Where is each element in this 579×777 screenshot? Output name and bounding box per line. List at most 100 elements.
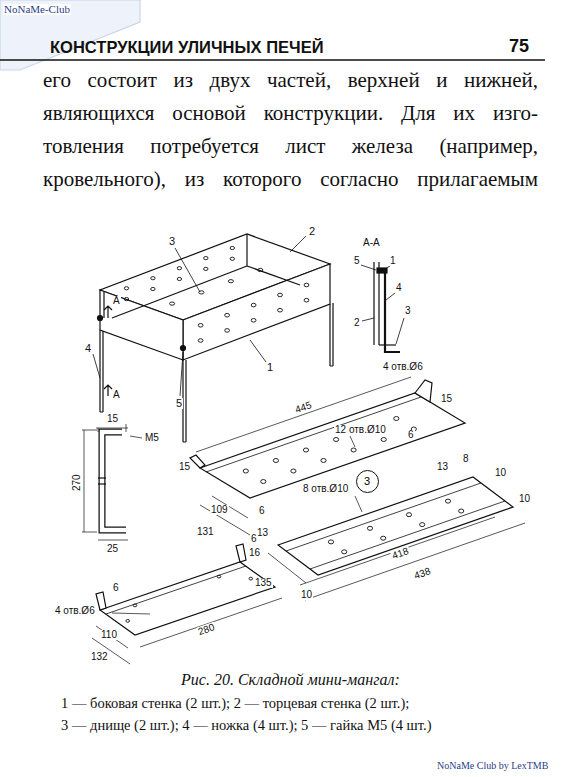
leader-line	[396, 318, 404, 344]
section-mark	[104, 306, 112, 318]
side-wall-blank	[190, 377, 465, 535]
drawing-label: 8 отв.Ø10	[302, 484, 349, 494]
leader-line	[175, 248, 200, 292]
drawing-label: 12 отв.Ø10	[334, 425, 387, 435]
drawing-label: М5	[144, 433, 160, 443]
hole	[381, 438, 386, 442]
hole	[225, 329, 230, 333]
dimension-line	[196, 377, 411, 452]
hole	[394, 417, 399, 421]
hole	[177, 267, 181, 270]
drawing-label: 5	[353, 256, 361, 266]
hole	[225, 313, 230, 317]
hole	[420, 523, 425, 527]
tab	[415, 380, 432, 402]
hole	[303, 448, 308, 452]
drawing-label: A-A	[362, 238, 381, 248]
hole	[151, 277, 155, 280]
hole	[217, 575, 221, 578]
hole	[170, 302, 175, 305]
hole	[249, 577, 253, 580]
hole	[278, 308, 283, 312]
leader-line	[383, 266, 390, 270]
hole	[273, 459, 278, 463]
page-number: 75	[508, 37, 530, 55]
assembled-brazier	[93, 234, 333, 442]
parts-list: 3 — днище (2 шт.); 4 — ножка (4 шт.); 5 …	[60, 718, 433, 733]
dimension-line	[98, 428, 99, 432]
drawing-label: 270	[72, 473, 82, 492]
end-wall	[100, 290, 183, 360]
dimension-line	[96, 428, 128, 429]
plate-outline	[100, 562, 275, 635]
leader-line	[362, 318, 374, 321]
hole	[198, 324, 203, 328]
hole	[230, 246, 234, 249]
inner-edge	[246, 234, 247, 266]
hole	[321, 459, 326, 463]
leader-line	[180, 352, 183, 396]
drawing-label: 135	[254, 578, 273, 588]
drawing-label: 2	[308, 226, 316, 237]
hole	[228, 280, 233, 283]
running-head: КОНСТРУКЦИИ УЛИЧНЫХ ПЕЧЕЙ	[50, 39, 324, 56]
leader-line	[386, 293, 395, 300]
leg	[100, 330, 103, 412]
nut	[98, 316, 103, 321]
callout-number: 3	[364, 476, 370, 487]
hole	[251, 303, 256, 307]
hole	[381, 536, 386, 540]
leader-line	[355, 496, 362, 512]
drawing-label: 1	[266, 362, 274, 373]
drawing-label: 4	[395, 283, 403, 293]
hole	[199, 291, 204, 294]
hole	[328, 540, 333, 544]
tab	[190, 455, 205, 468]
hole	[367, 526, 372, 530]
hole	[406, 513, 411, 517]
drawing-label: 4 отв.Ø6	[382, 362, 424, 372]
dimension-line	[268, 553, 306, 583]
section-mark	[104, 385, 112, 396]
body-text: являющихся основой конструкции. Для их и…	[42, 103, 539, 124]
plate-outline	[200, 393, 465, 498]
leg	[330, 303, 333, 366]
side-wall	[183, 264, 330, 360]
hole	[261, 480, 266, 484]
drawing-label: 109	[210, 505, 229, 515]
bend-line	[310, 501, 505, 569]
drawing-label: 10	[494, 468, 507, 478]
drawing-label: 10	[300, 590, 313, 600]
hole	[304, 283, 309, 287]
leg-detail	[82, 424, 142, 540]
break-mark	[98, 477, 106, 478]
hole	[230, 257, 234, 260]
hole	[204, 267, 208, 270]
callout-circle: 3	[356, 470, 379, 493]
watermark: NoNaMe Club by LexTMB	[436, 761, 549, 771]
watermark: NoNaMe-Club	[3, 4, 71, 15]
leader-line	[93, 354, 100, 378]
drawing-label: 1	[389, 256, 397, 266]
leg-inner	[102, 432, 126, 530]
drawing-label: 16	[248, 548, 261, 558]
drawing-label: 8	[462, 454, 470, 464]
drawing-label: 131	[196, 527, 215, 537]
inner-edge	[103, 292, 104, 318]
drawing-label: 3	[168, 236, 176, 247]
hole	[177, 277, 181, 280]
hole	[124, 298, 128, 301]
body-text: его состоит из двух частей, верхней и ни…	[42, 70, 539, 91]
hole	[351, 448, 356, 452]
dimension-line	[98, 540, 128, 541]
body-text: кровельного), из которого согласно прила…	[42, 169, 539, 190]
drawing-label: 2	[353, 318, 361, 328]
hole	[204, 257, 208, 260]
drawing-label: 3	[404, 306, 412, 316]
hole	[342, 550, 347, 554]
end-wall-blank	[92, 544, 282, 664]
hole	[334, 438, 339, 442]
drawing-label: 280	[196, 622, 217, 638]
drawing-label: 25	[106, 544, 119, 554]
